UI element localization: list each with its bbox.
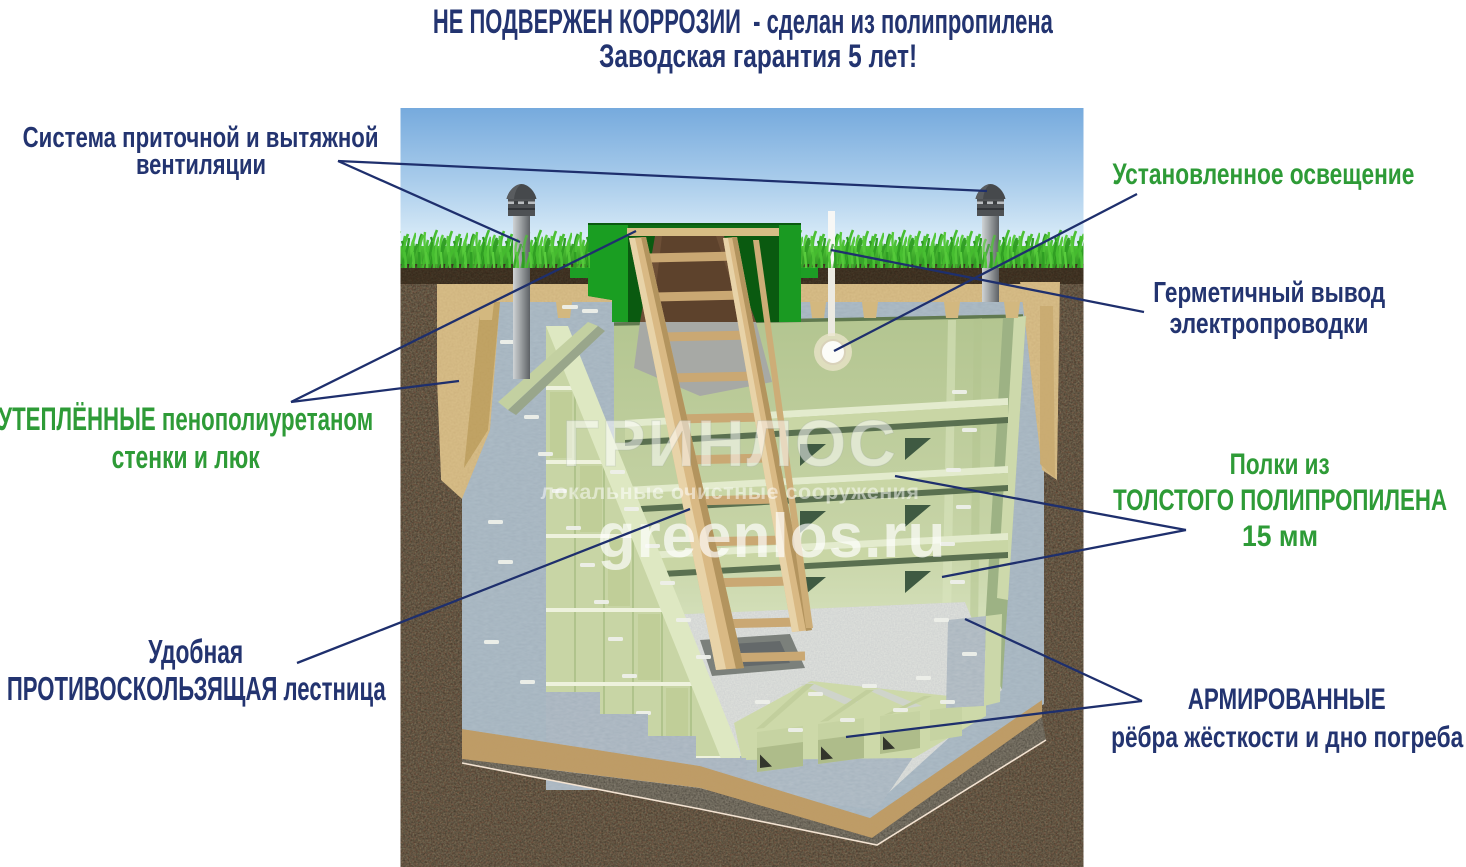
svg-text:greenlos.ru: greenlos.ru: [598, 502, 947, 571]
svg-text:ГРИНЛОС: ГРИНЛОС: [562, 406, 898, 480]
svg-text:локальные очистные сооружения: локальные очистные сооружения: [541, 480, 920, 504]
